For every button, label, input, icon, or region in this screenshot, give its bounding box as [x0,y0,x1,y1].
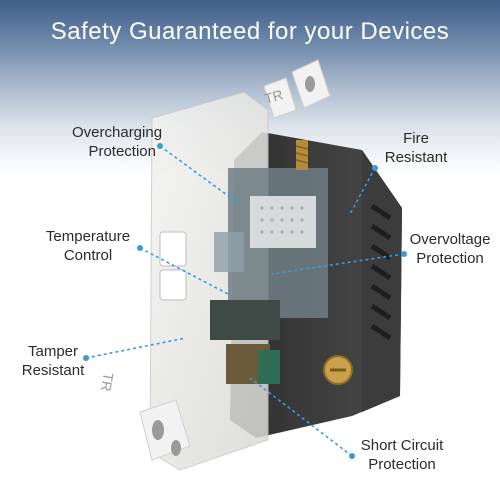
label-tamper-line2: Resistant [21,362,85,379]
label-temperature: Temperature Control [38,227,138,265]
label-temperature-line2: Control [63,247,113,264]
callout-line-overvoltage [271,253,405,275]
label-overcharging: Overcharging Protection [72,123,163,161]
label-fire-line1: Fire [403,130,429,147]
label-overcharging-line2: Protection [88,143,156,160]
label-tamper-line1: Tamper [27,343,79,360]
callout-line-tamper [85,337,187,359]
label-short-circuit-line2: Protection [368,456,436,473]
label-temperature-line1: Temperature [45,228,131,245]
callout-line-fire [349,167,376,215]
callout-dot-temperature [137,245,143,251]
callout-dot-overvoltage [401,251,407,257]
outlet-marking-top: TR [262,86,284,107]
callout-dot-short-circuit [349,453,355,459]
label-short-circuit: Short Circuit Protection [354,436,450,474]
callout-dot-overcharging [157,143,163,149]
headline: Safety Guaranteed for your Devices [50,18,450,45]
label-overvoltage: Overvoltage Protection [404,230,496,268]
outlet-marking-bottom: TR [98,371,117,392]
label-fire: Fire Resistant [384,129,448,167]
label-fire-line2: Resistant [384,149,448,166]
callout-dot-tamper [83,355,89,361]
label-tamper: Tamper Resistant [16,342,90,380]
callout-line-overcharging [159,145,243,207]
callout-line-temperature [139,247,233,297]
label-overvoltage-line2: Protection [416,250,484,267]
terminal-screws [295,140,353,385]
mounting-tabs [139,59,331,461]
label-overcharging-line1: Overcharging [72,124,163,141]
label-overvoltage-line1: Overvoltage [409,231,491,248]
callout-dot-fire [372,165,378,171]
internal-circuitry [210,168,328,384]
label-short-circuit-line1: Short Circuit [360,437,444,454]
